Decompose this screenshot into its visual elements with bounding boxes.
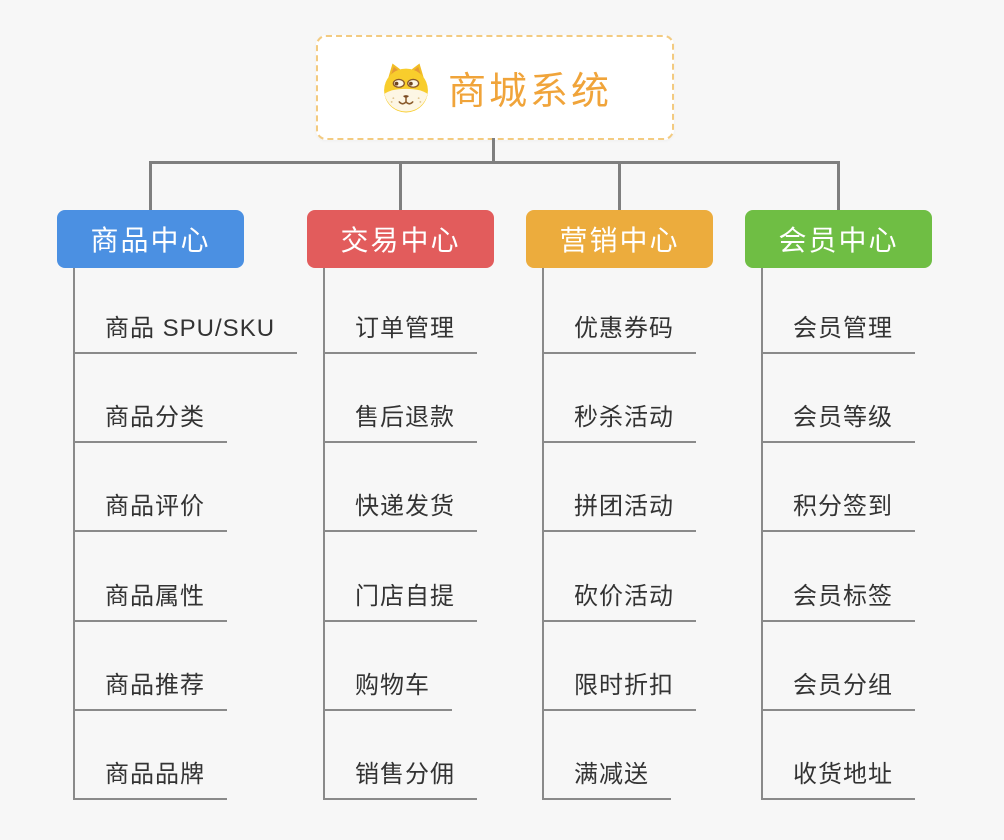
connector-drop-member bbox=[837, 161, 840, 211]
leaf-node[interactable]: 快递发货 bbox=[323, 486, 477, 532]
connector-bus bbox=[149, 161, 840, 164]
leaf-node[interactable]: 门店自提 bbox=[323, 576, 477, 622]
connector-drop-marketing bbox=[618, 161, 621, 211]
leaf-node[interactable]: 销售分佣 bbox=[323, 754, 477, 800]
connector-drop-product bbox=[149, 161, 152, 211]
leaf-node[interactable]: 商品分类 bbox=[73, 397, 227, 443]
leaf-node[interactable]: 售后退款 bbox=[323, 397, 477, 443]
branch-node-member-center[interactable]: 会员中心 bbox=[745, 210, 932, 268]
leaf-node[interactable]: 优惠券码 bbox=[542, 308, 696, 354]
branch-node-product-center[interactable]: 商品中心 bbox=[57, 210, 244, 268]
connector-drop-trade bbox=[399, 161, 402, 211]
leaf-node[interactable]: 商品属性 bbox=[73, 576, 227, 622]
connector-column-marketing bbox=[542, 268, 544, 800]
leaf-node[interactable]: 拼团活动 bbox=[542, 486, 696, 532]
root-node-title: 商城系统 bbox=[447, 71, 612, 113]
leaf-node[interactable]: 会员等级 bbox=[761, 397, 915, 443]
root-node-mall-system[interactable]: 商城系统 bbox=[316, 35, 674, 140]
connector-column-trade bbox=[323, 268, 325, 800]
connector-column-member bbox=[761, 268, 763, 800]
branch-node-marketing-center[interactable]: 营销中心 bbox=[526, 210, 713, 268]
leaf-node[interactable]: 积分签到 bbox=[761, 486, 915, 532]
connector-column-product bbox=[73, 268, 75, 800]
leaf-node[interactable]: 收货地址 bbox=[761, 754, 915, 800]
leaf-node[interactable]: 砍价活动 bbox=[542, 576, 696, 622]
leaf-node[interactable]: 商品推荐 bbox=[73, 665, 227, 711]
leaf-node[interactable]: 会员管理 bbox=[761, 308, 915, 354]
leaf-node[interactable]: 购物车 bbox=[323, 665, 452, 711]
branch-node-trade-center[interactable]: 交易中心 bbox=[307, 210, 494, 268]
leaf-node[interactable]: 商品品牌 bbox=[73, 754, 227, 800]
dog-face-icon bbox=[384, 63, 428, 112]
leaf-node[interactable]: 满减送 bbox=[542, 754, 671, 800]
leaf-node[interactable]: 会员标签 bbox=[761, 576, 915, 622]
leaf-node[interactable]: 商品 SPU/SKU bbox=[73, 308, 298, 354]
leaf-node[interactable]: 限时折扣 bbox=[542, 665, 696, 711]
connector-root-trunk bbox=[492, 138, 495, 164]
leaf-node[interactable]: 会员分组 bbox=[761, 665, 915, 711]
leaf-node[interactable]: 商品评价 bbox=[73, 486, 227, 532]
leaf-node[interactable]: 订单管理 bbox=[323, 308, 477, 354]
leaf-node[interactable]: 秒杀活动 bbox=[542, 397, 696, 443]
